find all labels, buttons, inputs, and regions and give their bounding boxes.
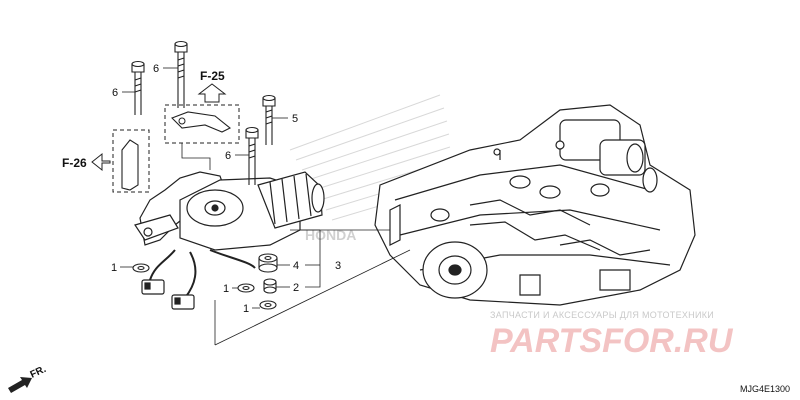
watermark-logo: PARTSFOR.RU	[490, 322, 734, 360]
ref-box-f25: F-25	[164, 69, 240, 170]
callouts: 6 6 5 6 1 1 1 4 2 3	[111, 63, 341, 315]
bolt-5	[262, 94, 276, 145]
callout-1-middle: 1	[223, 283, 229, 295]
callout-3: 3	[335, 260, 341, 272]
ref-label-f25: F-25	[200, 69, 225, 83]
callout-1-bottom: 1	[243, 303, 249, 315]
bolt-6-middle	[245, 126, 259, 185]
small-parts	[132, 253, 278, 310]
front-direction-marker: FR.	[8, 364, 48, 393]
part-code: MJG4E1300	[740, 384, 790, 394]
bolt-6-top	[174, 40, 188, 108]
honda-brand-mark: HONDA	[305, 227, 356, 243]
callout-4: 4	[293, 260, 299, 272]
fr-arrow-icon	[8, 377, 32, 393]
arrow-up-f25-icon	[197, 83, 227, 103]
callout-1-left: 1	[111, 262, 117, 274]
watermark-caption: ЗАПЧАСТИ И АКСЕССУАРЫ ДЛЯ МОТОТЕХНИКИ	[490, 310, 714, 320]
shop-watermark: ЗАПЧАСТИ И АКСЕССУАРЫ ДЛЯ МОТОТЕХНИКИ PA…	[490, 310, 734, 360]
actuator-assembly	[134, 171, 325, 310]
bolts	[131, 40, 276, 185]
bolt-6-left	[131, 60, 145, 115]
fr-label: FR.	[29, 364, 48, 381]
rubber-mount	[258, 253, 278, 273]
leader-lines	[120, 67, 411, 346]
callout-2: 2	[293, 282, 299, 294]
ref-label-f26: F-26	[62, 156, 87, 170]
collar	[263, 278, 277, 294]
callout-6-left: 6	[112, 87, 118, 99]
arrow-left-f26-icon	[91, 152, 111, 172]
callout-6-top: 6	[153, 63, 159, 75]
ref-box-f26: F-26	[62, 129, 150, 193]
callout-5: 5	[292, 113, 298, 125]
callout-6-middle: 6	[225, 150, 231, 162]
engine-block	[374, 104, 696, 306]
